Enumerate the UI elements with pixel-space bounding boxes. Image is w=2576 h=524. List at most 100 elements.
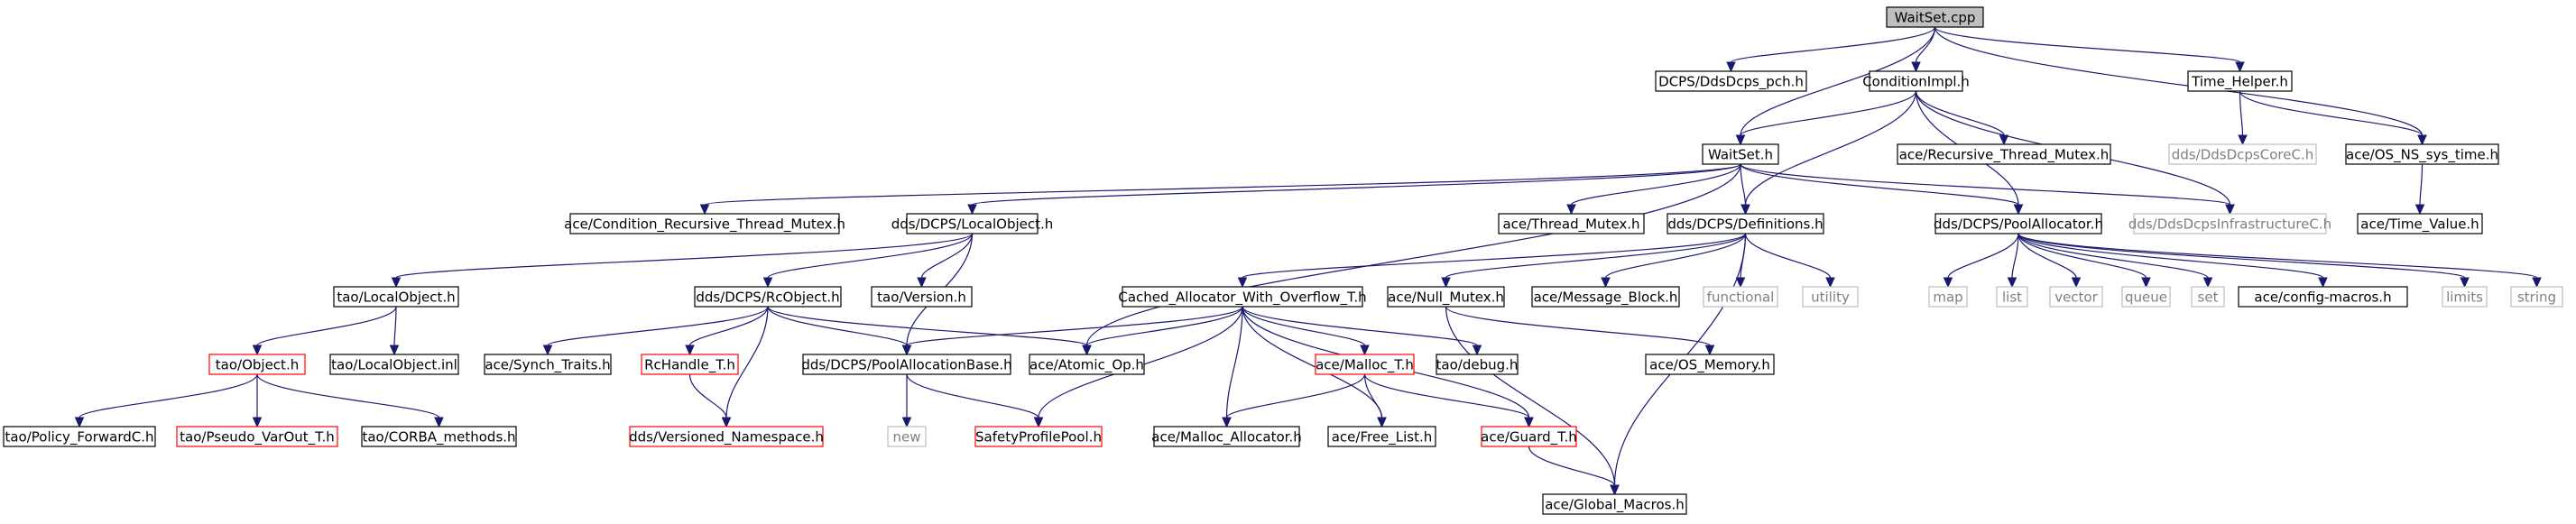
node-definitions[interactable]: dds/DCPS/Definitions.h	[1667, 213, 1824, 234]
node-waitset_h[interactable]: WaitSet.h	[1702, 143, 1779, 165]
edge-rchandle-to-versioned_ns	[688, 373, 732, 428]
node-time_value[interactable]: ace/Time_Value.h	[2357, 213, 2483, 234]
node-map[interactable]: map	[1928, 286, 1968, 308]
node-policy_fwd[interactable]: tao/Policy_ForwardC.h	[3, 426, 156, 447]
node-box-os_memory	[1645, 354, 1775, 375]
node-message_block[interactable]: ace/Message_Block.h	[1531, 286, 1680, 308]
node-new[interactable]: new	[887, 426, 927, 447]
edge-rcobject-to-pool_alloc_base	[767, 306, 912, 356]
edge-poolallocator-to-limits	[2017, 233, 2470, 289]
node-pseudo_varout[interactable]: tao/Pseudo_VarOut_T.h	[176, 426, 338, 447]
node-config_macros[interactable]: ace/config-macros.h	[2238, 286, 2408, 308]
node-free_list[interactable]: ace/Free_List.h	[1327, 426, 1436, 447]
node-label-synch_traits: ace/Synch_Traits.h	[485, 357, 610, 374]
node-box-os_ns_sys_time	[2345, 143, 2499, 165]
node-label-null_mutex: ace/Null_Mutex.h	[1388, 290, 1504, 307]
node-rchandle[interactable]: RcHandle_T.h	[641, 354, 739, 375]
node-label-tao_version: tao/Version.h	[877, 290, 966, 306]
node-malloc_t[interactable]: ace/Malloc_T.h	[1315, 354, 1415, 375]
edge-conditionimpl-to-recursive_mutex	[1915, 90, 2009, 146]
node-label-vector: vector	[2054, 290, 2098, 306]
node-box-dds_core_c	[2168, 143, 2317, 165]
node-synch_traits[interactable]: ace/Synch_Traits.h	[484, 354, 612, 375]
edge-poolallocator-to-string	[2017, 233, 2542, 289]
node-cond_rec_mutex[interactable]: ace/Condition_Recursive_Thread_Mutex.h	[564, 213, 845, 234]
edge-conditionimpl-to-waitset_h	[1735, 90, 1917, 146]
node-box-set	[2191, 286, 2225, 308]
node-utility[interactable]: utility	[1802, 286, 1859, 308]
node-box-queue	[2121, 286, 2171, 308]
node-box-free_list	[1327, 426, 1436, 447]
node-waitset_cpp[interactable]: WaitSet.cpp	[1886, 6, 1984, 28]
node-queue[interactable]: queue	[2121, 286, 2171, 308]
node-global_macros[interactable]: ace/Global_Macros.h	[1542, 493, 1687, 515]
edge-time_helper-to-os_ns_sys_time	[2239, 90, 2427, 146]
node-box-config_macros	[2238, 286, 2408, 308]
node-box-time_helper	[2187, 70, 2293, 92]
node-tao_localobject_inl[interactable]: tao/LocalObject.inl	[329, 354, 459, 375]
node-box-definitions	[1667, 213, 1824, 234]
node-os_ns_sys_time[interactable]: ace/OS_NS_sys_time.h	[2345, 143, 2499, 165]
node-os_memory[interactable]: ace/OS_Memory.h	[1645, 354, 1775, 375]
node-dds_infra_c[interactable]: dds/DdsDcpsInfrastructureC.h	[2128, 213, 2331, 234]
node-box-localobject_h	[906, 213, 1039, 234]
node-localobject_h[interactable]: dds/DCPS/LocalObject.h	[891, 213, 1054, 234]
node-pool_alloc_base[interactable]: dds/DCPS/PoolAllocationBase.h	[801, 354, 1012, 375]
node-box-rcobject	[694, 286, 842, 308]
edge-poolallocator-to-queue	[2017, 233, 2151, 289]
node-conditionimpl[interactable]: ConditionImpl.h	[1862, 70, 1970, 92]
node-functional[interactable]: functional	[1703, 286, 1778, 308]
node-cached_alloc[interactable]: Cached_Allocator_With_Overflow_T.h	[1118, 286, 1367, 308]
edge-rcobject-to-atomic_op	[767, 306, 1092, 356]
node-guard_t[interactable]: ace/Guard_T.h	[1481, 426, 1577, 447]
node-corba_methods[interactable]: tao/CORBA_methods.h	[361, 426, 517, 447]
edge-rcobject-to-rchandle	[685, 306, 769, 356]
edge-cached_alloc-to-malloc_t	[1242, 306, 1370, 356]
node-label-message_block: ace/Message_Block.h	[1534, 290, 1678, 307]
node-set[interactable]: set	[2191, 286, 2225, 308]
edge-waitset_h-to-cond_rec_mutex	[699, 163, 1741, 216]
edge-poolallocator-to-map	[1943, 233, 2019, 289]
edge-time_helper-to-dds_core_c	[2238, 90, 2248, 146]
node-box-thread_mutex	[1498, 213, 1645, 234]
node-label-queue: queue	[2125, 290, 2167, 306]
node-list[interactable]: list	[1996, 286, 2028, 308]
node-thread_mutex[interactable]: ace/Thread_Mutex.h	[1498, 213, 1645, 234]
node-label-cond_rec_mutex: ace/Condition_Recursive_Thread_Mutex.h	[564, 216, 845, 234]
node-string[interactable]: string	[2510, 286, 2563, 308]
node-versioned_ns[interactable]: dds/Versioned_Namespace.h	[629, 426, 824, 447]
node-dds_core_c[interactable]: dds/DdsDcpsCoreC.h	[2168, 143, 2317, 165]
node-box-rchandle	[641, 354, 739, 375]
edge-waitset_cpp-to-time_helper	[1934, 26, 2245, 73]
node-malloc_allocator[interactable]: ace/Malloc_Allocator.h	[1151, 426, 1302, 447]
node-dcps_pch[interactable]: DCPS/DdsDcps_pch.h	[1655, 70, 1807, 92]
node-label-definitions: dds/DCPS/Definitions.h	[1667, 216, 1823, 233]
edge-tao_localobject-to-tao_object	[252, 306, 397, 356]
edge-waitset_cpp-to-os_ns_sys_time	[1934, 26, 2427, 146]
node-box-corba_methods	[361, 426, 517, 447]
node-vector[interactable]: vector	[2049, 286, 2103, 308]
node-label-limits: limits	[2446, 290, 2483, 306]
node-null_mutex[interactable]: ace/Null_Mutex.h	[1387, 286, 1505, 308]
node-rcobject[interactable]: dds/DCPS/RcObject.h	[694, 286, 842, 308]
node-box-synch_traits	[484, 354, 612, 375]
node-tao_version[interactable]: tao/Version.h	[871, 286, 973, 308]
node-atomic_op[interactable]: ace/Atomic_Op.h	[1029, 354, 1145, 375]
node-recursive_mutex[interactable]: ace/Recursive_Thread_Mutex.h	[1897, 143, 2111, 165]
edge-waitset_h-to-definitions	[1740, 163, 1750, 216]
node-tao_object[interactable]: tao/Object.h	[208, 354, 306, 375]
node-time_helper[interactable]: Time_Helper.h	[2187, 70, 2293, 92]
node-label-safety_pool: SafetyProfilePool.h	[975, 429, 1102, 446]
node-label-free_list: ace/Free_List.h	[1332, 429, 1433, 446]
node-label-versioned_ns: dds/Versioned_Namespace.h	[629, 429, 824, 446]
node-limits[interactable]: limits	[2442, 286, 2488, 308]
node-safety_pool[interactable]: SafetyProfilePool.h	[974, 426, 1103, 447]
node-label-new: new	[892, 429, 920, 446]
node-box-cached_alloc	[1122, 286, 1363, 308]
node-tao_localobject[interactable]: tao/LocalObject.h	[333, 286, 459, 308]
node-poolallocator[interactable]: dds/DCPS/PoolAllocator.h	[1934, 213, 2103, 234]
node-box-tao_debug	[1436, 354, 1519, 375]
node-tao_debug[interactable]: tao/debug.h	[1436, 354, 1519, 375]
